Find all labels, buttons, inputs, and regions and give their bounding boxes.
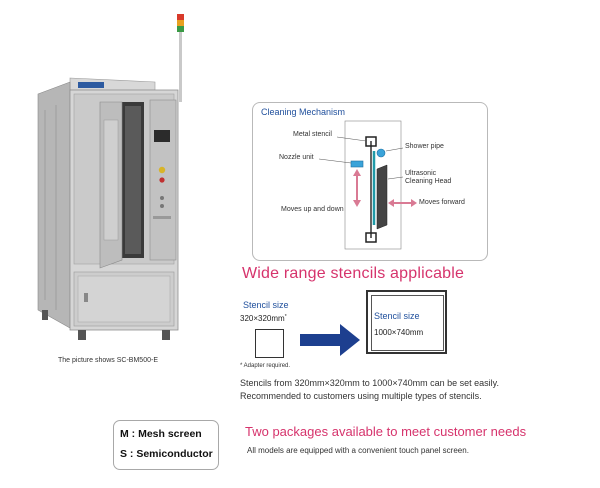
machine-caption: The picture shows SC-BM500-E bbox=[58, 357, 158, 364]
adapter-note: * Adapter required. bbox=[240, 363, 291, 369]
stencil-description: Stencils from 320mm×320mm to 1000×740mm … bbox=[240, 378, 499, 401]
nozzle-unit-icon bbox=[350, 160, 364, 168]
small-stencil-title: Stencil size bbox=[243, 300, 289, 310]
ultrasonic-head-icon bbox=[376, 164, 388, 230]
packages-description: All models are equipped with a convenien… bbox=[247, 446, 469, 455]
label-moves-up-down: Moves up and down bbox=[281, 206, 344, 213]
large-stencil-title: Stencil size bbox=[374, 311, 420, 321]
packages-title: Two packages available to meet customer … bbox=[245, 424, 527, 439]
machine-illustration bbox=[37, 14, 184, 340]
size-arrow-icon bbox=[300, 324, 360, 356]
label-moves-forward: Moves forward bbox=[419, 199, 465, 206]
stencil-bottom-clamp bbox=[365, 232, 377, 243]
shower-pipe-icon bbox=[376, 148, 386, 158]
mechanism-diagram bbox=[318, 120, 417, 250]
stencil-top-clamp bbox=[365, 136, 377, 147]
large-stencil-frame bbox=[366, 290, 447, 354]
model-legend: M : Mesh screen S : Semiconductor bbox=[113, 420, 219, 470]
cleaning-mechanism-panel: Cleaning Mechanism Metal stencil Nozzle … bbox=[252, 102, 488, 261]
label-metal-stencil: Metal stencil bbox=[293, 131, 332, 138]
mechanism-title: Cleaning Mechanism bbox=[261, 107, 346, 117]
stencils-headline: Wide range stencils applicable bbox=[242, 265, 465, 282]
label-cleaning-head: Cleaning Head bbox=[405, 178, 452, 185]
label-ultrasonic: Ultrasonic bbox=[405, 170, 437, 177]
label-shower-pipe: Shower pipe bbox=[405, 143, 444, 150]
legend-mesh: M : Mesh screen bbox=[120, 428, 202, 440]
legend-semiconductor: S : Semiconductor bbox=[120, 448, 213, 460]
small-stencil-dims: 320×320mm* bbox=[240, 314, 287, 323]
label-nozzle-unit: Nozzle unit bbox=[279, 154, 314, 161]
large-stencil-dims: 1000×740mm bbox=[374, 328, 424, 337]
small-stencil-square bbox=[255, 329, 284, 358]
